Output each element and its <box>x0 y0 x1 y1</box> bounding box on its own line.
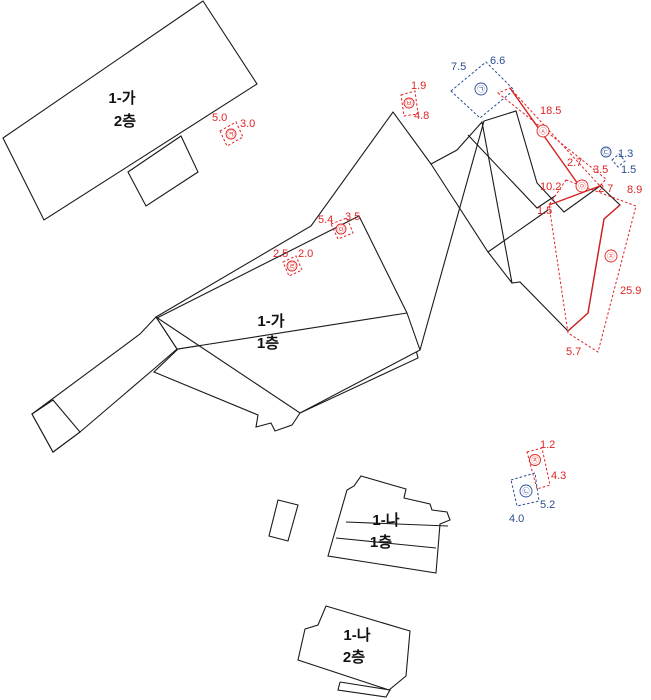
marker-sa: ㉦ <box>536 124 550 138</box>
dim-a-5: 8.9 <box>627 184 642 196</box>
dim-sa-length: 18.5 <box>540 105 561 117</box>
dim-cha-1: 1.2 <box>540 439 555 451</box>
dim-da-2: 1.5 <box>621 164 636 176</box>
label-1ga-2f-name: 1-가 <box>108 90 135 107</box>
svg-text:㉨: ㉨ <box>607 252 615 261</box>
zone-da <box>611 153 626 168</box>
dim-a-6: 1.5 <box>537 205 552 217</box>
dim-cha-2: 4.3 <box>551 470 566 482</box>
building-1na-2f-outline <box>297 605 411 691</box>
label-1ga-2f-floor: 2층 <box>114 113 136 130</box>
dim-da-1: 1.3 <box>618 148 633 160</box>
dim-ja-2: 5.7 <box>566 346 581 358</box>
building-1na-1f-outbuilding <box>268 499 299 542</box>
zone-a-ja <box>548 179 637 353</box>
dim-ra-2: 2.0 <box>298 248 313 260</box>
dim-a-4: 2.7 <box>598 183 613 195</box>
building-1na-1f-outline <box>327 475 451 574</box>
dim-ba-1: 1.9 <box>411 80 426 92</box>
marker-ra: ㉣ <box>286 260 298 272</box>
svg-text:㉪: ㉪ <box>227 130 235 139</box>
zone-sa <box>497 87 607 187</box>
zone-ra <box>282 255 303 277</box>
building-1ga-1f <box>31 110 621 453</box>
label-1na-1f-floor: 1층 <box>370 534 392 551</box>
building-1na-1f <box>268 475 451 574</box>
zone-ma <box>330 217 354 240</box>
label-1na-1f-name: 1-나 <box>372 512 399 529</box>
marker-da: ㉢ <box>600 146 612 158</box>
label-1ga-1f-name: 1-가 <box>257 313 284 330</box>
svg-text:㉧: ㉧ <box>578 182 586 191</box>
dim-ka-1: 5.0 <box>212 112 227 124</box>
dim-ma-1: 5.4 <box>318 214 333 226</box>
zone-ka <box>219 121 244 147</box>
dim-na-2: 4.0 <box>509 513 524 525</box>
building-1ga-1f-end-block <box>31 399 81 453</box>
building-1ga-2f-annex <box>127 135 199 207</box>
svg-text:㉤: ㉤ <box>337 225 345 234</box>
svg-text:㉣: ㉣ <box>288 262 296 271</box>
dim-a-1: 2.7 <box>567 157 582 169</box>
svg-text:㉩: ㉩ <box>531 456 539 465</box>
dim-na-1: 5.2 <box>540 499 555 511</box>
dim-ma-2: 3.5 <box>345 211 360 223</box>
boundary-line-ja <box>567 204 621 332</box>
svg-text:㉢: ㉢ <box>602 148 610 157</box>
dim-a-3: 10.2 <box>540 181 561 193</box>
dim-ga-width: 7.5 <box>451 61 466 73</box>
marker-a: ㉧ <box>575 179 589 193</box>
building-1ga-1f-room-divider <box>156 215 408 319</box>
dim-ka-2: 3.0 <box>240 118 255 130</box>
marker-ga: ㉠ <box>474 82 488 96</box>
marker-na: ㉡ <box>519 484 533 498</box>
marker-cha: ㉩ <box>529 454 541 466</box>
marker-ja: ㉨ <box>604 249 618 263</box>
dim-ja-1: 25.9 <box>620 285 641 297</box>
svg-text:㉥: ㉥ <box>405 99 413 108</box>
svg-text:㉠: ㉠ <box>477 85 485 94</box>
marker-ka: ㉪ <box>225 128 237 140</box>
dim-a-2: 3.5 <box>593 164 608 176</box>
building-1ga-2f-outline <box>2 0 258 221</box>
label-1ga-1f-floor: 1층 <box>257 335 279 352</box>
zone-cha <box>526 447 551 490</box>
label-1na-2f-floor: 2층 <box>343 649 365 666</box>
dim-ra-1: 2.5 <box>273 248 288 260</box>
svg-text:㉦: ㉦ <box>539 127 547 136</box>
marker-ba: ㉥ <box>403 97 415 109</box>
dim-ga-height: 6.6 <box>490 55 505 67</box>
building-1ga-2f <box>2 0 258 221</box>
building-1na-2f <box>297 605 411 698</box>
marker-ma: ㉤ <box>335 223 347 235</box>
label-1na-2f-name: 1-나 <box>343 627 370 644</box>
dim-ba-2: 4.8 <box>414 110 429 122</box>
zone-ba <box>400 90 419 117</box>
svg-text:㉡: ㉡ <box>522 487 530 496</box>
